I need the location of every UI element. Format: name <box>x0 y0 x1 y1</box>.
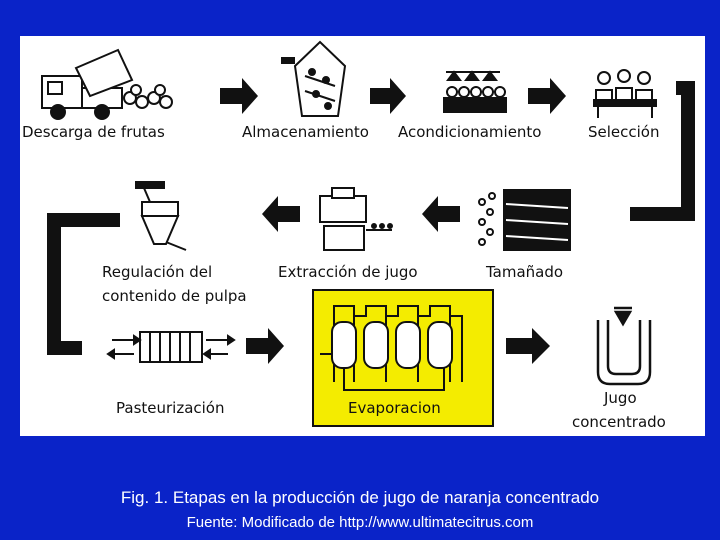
flow-arrow-icon <box>220 78 566 114</box>
stage-label-extraccion: Extracción de jugo <box>278 263 418 281</box>
sorting-workers-icon <box>593 69 657 118</box>
stage-label-pasteurizacion: Pasteurización <box>116 399 225 417</box>
process-diagram <box>41 40 695 427</box>
stage-label-almacenamiento: Almacenamiento <box>242 123 369 141</box>
flow-arrow-icon <box>262 196 460 232</box>
stage-label-regulacion-line1: Regulación del <box>102 263 213 281</box>
pulp-hopper-icon <box>135 181 187 251</box>
stage-label-seleccion: Selección <box>588 123 660 141</box>
washer-icon <box>443 70 507 113</box>
stage-label-evaporacion: Evaporacion <box>348 399 441 417</box>
stage-label-descarga: Descarga de frutas <box>22 123 165 141</box>
stage-label-jugo-line1: Jugo <box>604 389 637 407</box>
sizing-drum-icon <box>478 189 571 251</box>
stage-label-jugo-line2: concentrado <box>572 413 666 431</box>
extractor-icon <box>319 187 393 251</box>
stage-label-tamanado: Tamañado <box>486 263 564 281</box>
dump-truck-icon <box>41 48 173 120</box>
stage-label-regulacion-line2: contenido de pulpa <box>102 287 247 305</box>
juice-tank-icon <box>596 306 652 386</box>
stage-label-acondicionamiento: Acondicionamiento <box>398 123 542 141</box>
figure-caption: Fig. 1. Etapas en la producción de jugo … <box>120 488 600 507</box>
flow-arrow-icon <box>630 81 695 221</box>
storage-bin-icon <box>281 40 347 117</box>
process-diagram-panel: Descarga de frutas Almacenamiento Acondi… <box>20 36 705 436</box>
pasteurizer-icon <box>106 331 236 363</box>
figure-source: Fuente: Modificado de http://www.ultimat… <box>186 514 534 531</box>
flow-arrow-icon <box>47 213 120 355</box>
evaporator-icon <box>320 305 463 391</box>
flow-arrow-icon <box>246 328 550 364</box>
